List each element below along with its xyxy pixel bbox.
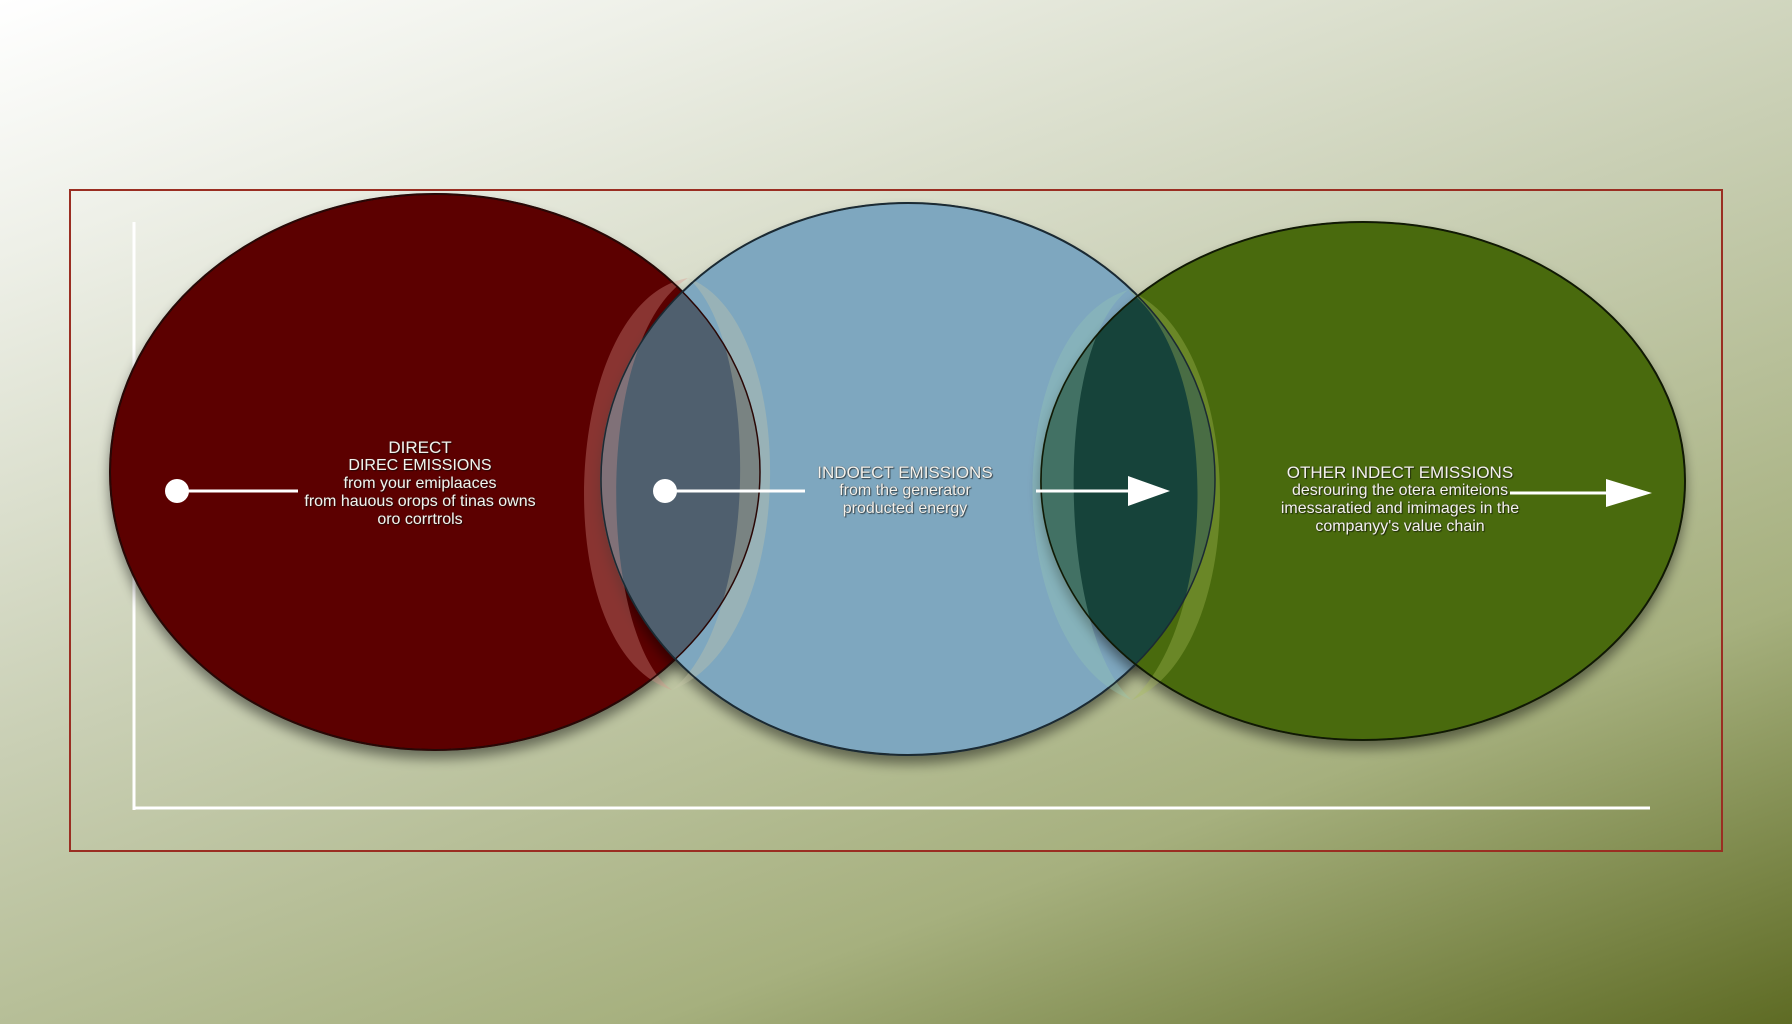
other-circle-outline [1040,221,1686,741]
left-overlap-rim [584,278,688,690]
direct-line-4: oro corrtrols [377,510,463,528]
direct-circle-outline [109,193,761,751]
direct-title: DIRECT [388,438,452,457]
indirect-line-1: from the generator [839,482,971,500]
other-line-3: companyy's value chain [1315,517,1485,535]
middle-arrowhead [1128,476,1170,506]
left-overlap-rim-right [672,278,771,690]
other-title: OTHER INDECT EMISSIONS [1286,463,1514,482]
indirect-line-2: producted energy [842,499,968,517]
other-line-1: desrouring the otera emiteions [1291,482,1509,500]
right-arrowhead [1606,479,1652,507]
right-overlap-rim [1032,290,1132,700]
other-line-2: imessaratied and imimages in the [1280,499,1520,517]
direct-emissions-label: DIRECT DIREC EMISSIONS from your emiplaa… [260,438,580,529]
outer-frame [69,189,1723,852]
direct-line-1: DIREC EMISSIONS [348,457,492,475]
indirect-title: INDOECT EMISSIONS [817,463,993,482]
indirect-emissions-label: INDOECT EMISSIONS from the generator pro… [790,463,1020,518]
other-indirect-emissions-label: OTHER INDECT EMISSIONS desrouring the ot… [1240,463,1560,536]
direct-line-2: from your emiplaaces [343,474,497,492]
right-overlap-rim-right [1128,290,1221,700]
indirect-circle-outline [600,202,1216,756]
direct-line-3: from hauous orops of tinas owns [304,492,536,510]
